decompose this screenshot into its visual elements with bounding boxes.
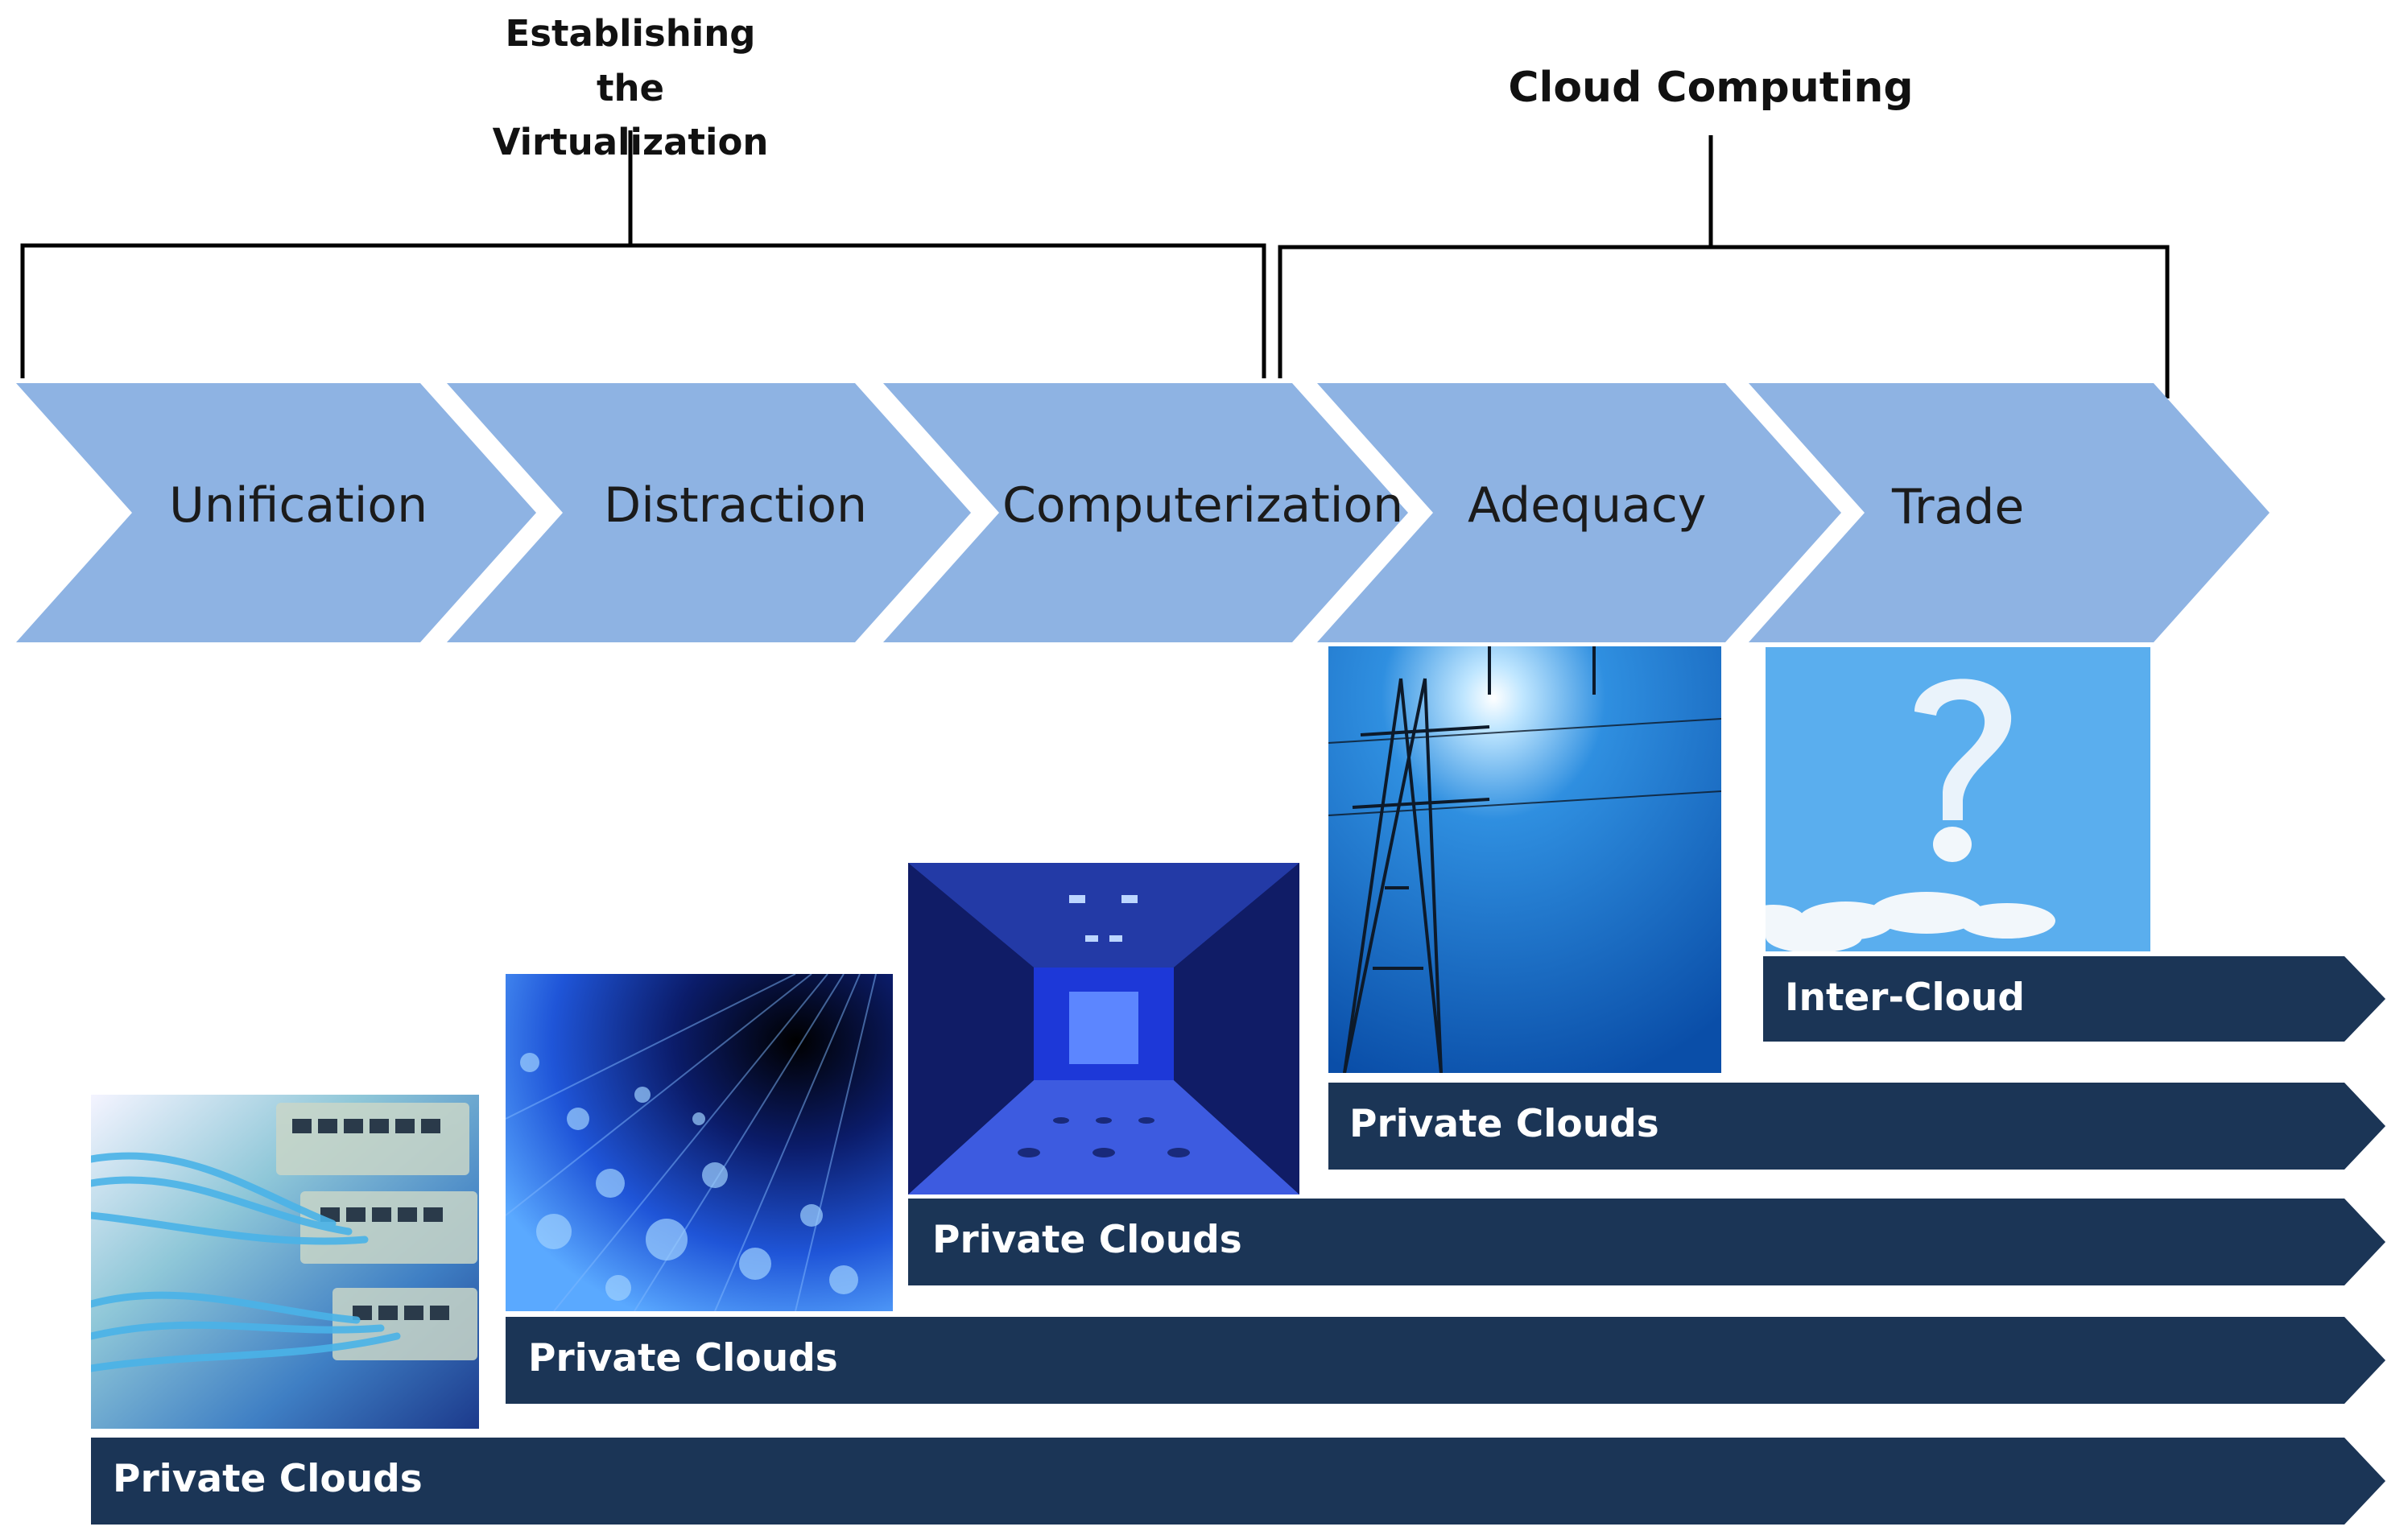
cloud-group-label: Cloud Computing — [1508, 64, 1914, 112]
bar-label-private-clouds-4: Private Clouds — [1349, 1102, 1659, 1146]
bar-label-private-clouds-1: Private Clouds — [113, 1457, 423, 1501]
virtualization-group-label: Establishing the Virtualization — [492, 12, 769, 163]
bar-label-private-clouds-2: Private Clouds — [528, 1336, 838, 1380]
bar-label-inter-cloud: Inter-Cloud — [1785, 976, 2025, 1020]
chevron-adequacy — [1317, 383, 1841, 642]
bar-private-clouds-1 — [91, 1438, 2385, 1525]
cloud-question-mark-photo — [1766, 647, 2150, 951]
cloud-bracket — [1278, 245, 2170, 398]
fiber-optic-photo — [506, 974, 893, 1311]
chevron-distraction — [447, 383, 971, 642]
stage-label-unification: Unification — [169, 477, 428, 534]
virtualization-bracket — [20, 243, 1266, 378]
chevron-computerization — [883, 383, 1408, 642]
power-pylon-photo — [1328, 646, 1721, 1073]
chevron-unification — [16, 383, 536, 642]
stage-label-trade: Trade — [1892, 479, 2025, 535]
stage-label-distraction: Distraction — [604, 477, 868, 534]
bar-label-private-clouds-3: Private Clouds — [932, 1218, 1242, 1262]
bar-inter-cloud — [1763, 956, 2385, 1042]
server-room-corridor-photo — [908, 863, 1299, 1194]
bar-private-clouds-2 — [506, 1317, 2385, 1404]
bar-private-clouds-4 — [1328, 1083, 2385, 1170]
bar-private-clouds-3 — [908, 1199, 2385, 1285]
stage-label-adequacy: Adequacy — [1468, 477, 1707, 534]
stage-label-computerization: Computerization — [1002, 477, 1404, 534]
network-switch-cables-photo — [91, 1095, 479, 1429]
chevron-trade — [1749, 383, 2270, 642]
